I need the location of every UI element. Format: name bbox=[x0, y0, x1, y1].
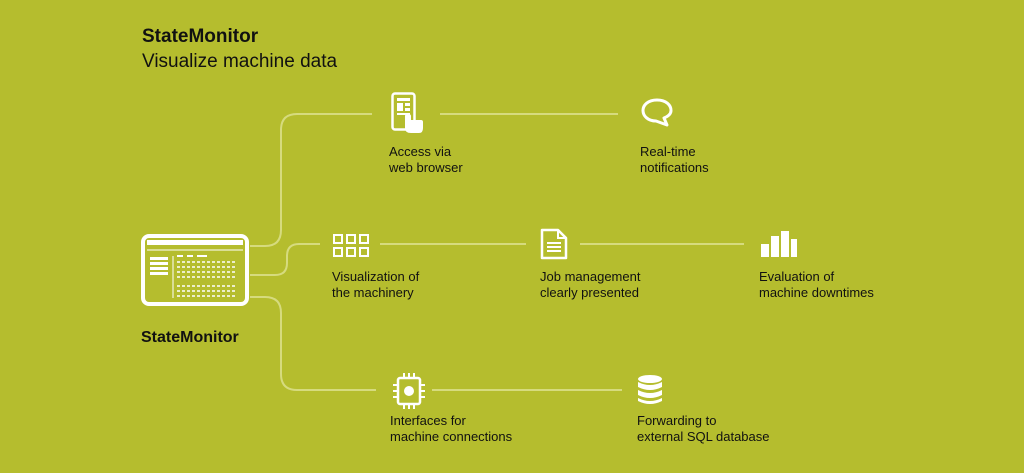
connector-top bbox=[250, 113, 372, 247]
feature-web-browser-label: Access via web browser bbox=[389, 144, 463, 175]
feature-downtimes-label: Evaluation of machine downtimes bbox=[759, 269, 874, 300]
feature-job-management-label: Job management clearly presented bbox=[540, 269, 641, 300]
feature-interfaces-label: Interfaces for machine connections bbox=[390, 413, 513, 444]
feature-sql-label: Forwarding to external SQL database bbox=[637, 413, 770, 444]
document-icon bbox=[540, 228, 568, 260]
feature-visualization-label: Visualization of the machinery bbox=[332, 269, 420, 300]
chip-icon bbox=[393, 373, 425, 409]
tablet-touch-icon bbox=[391, 92, 423, 133]
connector-bottom bbox=[250, 296, 376, 391]
connector-middle bbox=[250, 243, 320, 276]
database-icon bbox=[638, 375, 662, 404]
grid-icon bbox=[333, 234, 369, 257]
speech-bubble-icon bbox=[641, 98, 673, 127]
page-subtitle: Visualize machine data bbox=[142, 51, 338, 72]
feature-notifications-label: Real-time notifications bbox=[640, 144, 709, 175]
page-title: StateMonitor bbox=[142, 26, 259, 47]
bar-chart-icon bbox=[761, 231, 797, 257]
monitor-icon bbox=[141, 234, 249, 306]
center-label: StateMonitor bbox=[141, 329, 239, 346]
